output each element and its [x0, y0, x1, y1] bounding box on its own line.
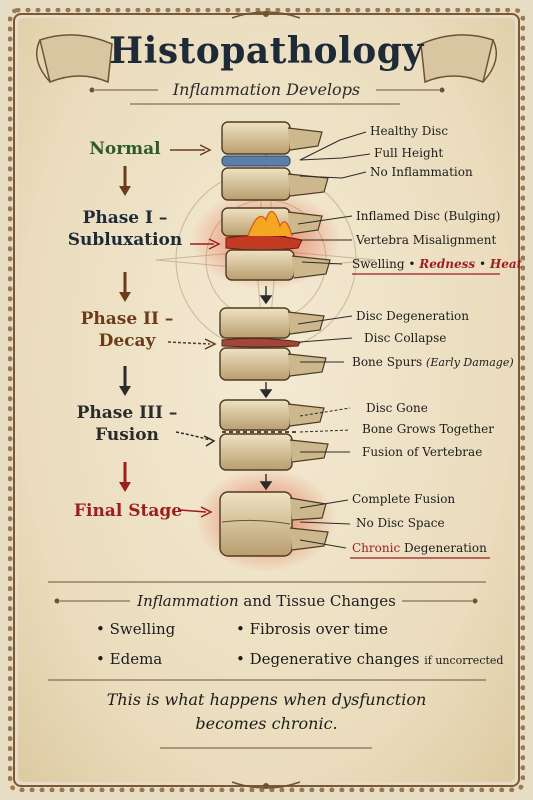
changes-title-and: and	[243, 592, 272, 610]
top-ornament-icon	[231, 11, 301, 19]
normal-label-1: Healthy Disc	[370, 124, 449, 138]
bone-spurs-text: Bone Spurs	[352, 355, 423, 369]
stage-final-label: Final Stage	[73, 501, 183, 521]
phase3-spine-icon	[219, 399, 329, 471]
stage-phase2-line1: Phase II –	[80, 309, 174, 329]
change-left-1-text: Swelling	[109, 620, 176, 638]
phase3-label-3: Fusion of Vertebrae	[362, 445, 483, 459]
final-spine-icon	[219, 491, 329, 557]
final-label-3: Chronic Degeneration	[352, 541, 487, 555]
normal-label-2: Full Height	[374, 146, 444, 160]
stage-phase3-label: Phase III – Fusion	[72, 402, 182, 446]
change-left-2: • Edema	[96, 650, 162, 668]
change-left-2-text: Edema	[109, 650, 163, 668]
phase2-label-1: Disc Degeneration	[356, 309, 469, 323]
bone-spurs-note: (Early Damage)	[426, 356, 514, 369]
page-subtitle: Inflammation Develops	[172, 80, 361, 99]
closing-line-2: becomes chronic.	[195, 714, 338, 733]
change-right-1-text: Fibrosis over time	[249, 620, 388, 638]
phase1-spine-icon	[221, 207, 331, 281]
final-label-1: Complete Fusion	[352, 492, 456, 506]
stage-pointer-arrows	[167, 144, 221, 518]
changes-title-part1: Inflammation	[137, 592, 239, 610]
phase2-spine-icon	[219, 307, 327, 381]
stage-phase1-label: Phase I – Subluxation	[60, 207, 190, 251]
heat-text: Heat	[489, 257, 523, 271]
phase1-label-2: Vertebra Misalignment	[356, 233, 497, 247]
subtitle-divider-icon	[89, 87, 445, 93]
changes-title: Inflammation and Tissue Changes	[0, 592, 533, 610]
section-divider-icon	[48, 581, 486, 749]
phase2-label-2: Disc Collapse	[364, 331, 447, 345]
separator-dot: •	[408, 257, 416, 271]
stage-phase1-line2: Subluxation	[67, 230, 183, 250]
phase1-label-3: Swelling • Redness • Heat	[352, 257, 522, 271]
chronic-rest-text: Degeneration	[404, 541, 487, 555]
page-title: Histopathology	[109, 30, 424, 72]
separator-dot-2: •	[478, 257, 487, 271]
change-left-1: • Swelling	[96, 620, 175, 638]
right-scroll-icon	[420, 34, 498, 84]
normal-label-3: No Inflammation	[370, 165, 473, 179]
change-right-2-suffix: if uncorrected	[424, 654, 504, 667]
phase3-label-1: Disc Gone	[366, 401, 428, 415]
phase1-label-1: Inflamed Disc (Bulging)	[356, 209, 501, 223]
final-label-2: No Disc Space	[356, 516, 445, 530]
change-right-1: • Fibrosis over time	[236, 620, 388, 638]
leader-lines	[297, 131, 371, 549]
chronic-text: Chronic	[352, 541, 401, 555]
bullet-icon: •	[236, 650, 245, 668]
phase3-label-2: Bone Grows Together	[362, 422, 494, 436]
change-right-2-text: Degenerative changes	[249, 650, 420, 668]
stage-normal-label: Normal	[89, 139, 161, 159]
left-down-arrows	[119, 166, 131, 492]
rope-border	[8, 8, 525, 792]
change-right-2: • Degenerative changes if uncorrected	[236, 650, 503, 668]
spine-down-arrows	[259, 286, 273, 491]
stage-phase2-label: Phase II – Decay	[72, 308, 182, 352]
bullet-icon: •	[96, 650, 105, 668]
phase2-label-3: Bone Spurs (Early Damage)	[352, 355, 514, 369]
stage-phase1-line1: Phase I –	[82, 208, 168, 228]
normal-spine-icon	[221, 121, 329, 201]
bullet-icon: •	[96, 620, 105, 638]
left-scroll-icon	[35, 34, 113, 84]
stage-phase2-line2: Decay	[98, 331, 156, 351]
stage-phase3-line1: Phase III –	[76, 403, 178, 423]
changes-title-part2: Tissue Changes	[276, 592, 396, 610]
bullet-icon: •	[236, 620, 245, 638]
bottom-ornament-icon	[231, 781, 301, 789]
stage-phase3-line2: Fusion	[95, 425, 159, 445]
swelling-text: Swelling	[352, 257, 405, 271]
closing-line-1: This is what happens when dysfunction	[106, 690, 427, 709]
redness-text: Redness	[419, 257, 476, 271]
red-underlines	[350, 273, 500, 559]
